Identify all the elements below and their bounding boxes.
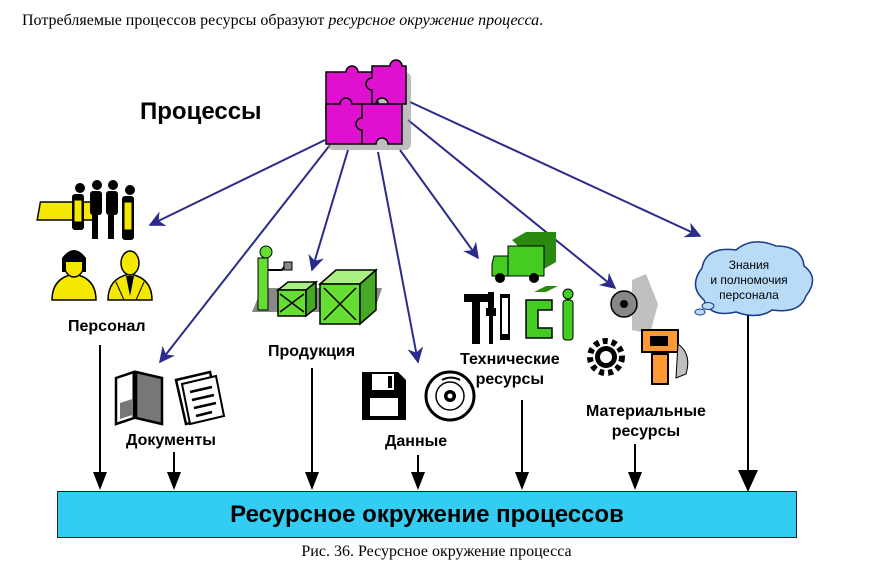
process-arrows (148, 101, 702, 364)
intro-plain: Потребляемые процессов ресурсы образуют (22, 12, 329, 29)
node-knowledge: Знания и полномочия персонала (690, 258, 808, 303)
node-material: Материальные ресурсы (586, 402, 706, 442)
node-personnel: Персонал (68, 318, 146, 335)
books-icon (114, 370, 226, 426)
intro-end: . (539, 12, 544, 29)
arrow-material (407, 119, 617, 290)
arrow-personnel (148, 139, 326, 226)
node-processes: Процессы (140, 98, 262, 125)
floppy-icon (362, 372, 406, 420)
disc-icon (424, 370, 476, 422)
node-technical-line2: ресурсы (475, 371, 545, 388)
node-data: Данные (385, 433, 448, 450)
node-knowledge-line1: Знания (728, 258, 770, 272)
node-material-line1: Материальные (586, 403, 706, 420)
tools-icon (464, 286, 574, 344)
cloud-icon (694, 241, 814, 317)
node-knowledge-line3: персонала (719, 288, 779, 302)
puzzle-icon (325, 59, 411, 150)
truck-icon (491, 232, 556, 283)
intro-italic: ресурсное окружение процесса (328, 12, 540, 29)
node-products: Продукция (268, 343, 356, 360)
down-arrows (93, 312, 758, 492)
products-icon (252, 245, 382, 326)
node-documents: Документы (126, 432, 216, 449)
node-material-line2: ресурсы (611, 423, 681, 440)
intro-text: Потребляемые процессов ресурсы образуют … (22, 12, 543, 30)
disc-saw-icon (641, 329, 689, 385)
people-icon (36, 180, 153, 301)
figure-caption: Рис. 36. Ресурсное окружение процесса (301, 543, 572, 560)
arrow-products (308, 149, 349, 272)
node-technical: Технические ресурсы (460, 350, 560, 390)
node-knowledge-line2: и полномочия (710, 273, 788, 287)
arrow-technical (399, 149, 479, 260)
node-technical-line1: Технические (460, 351, 560, 368)
arrow-documents (159, 144, 331, 364)
arrow-data (377, 151, 424, 364)
gear-icon (587, 274, 658, 376)
arrow-knowledge (409, 101, 702, 238)
resource-environment-banner: Ресурсное окружение процессов (57, 491, 797, 538)
